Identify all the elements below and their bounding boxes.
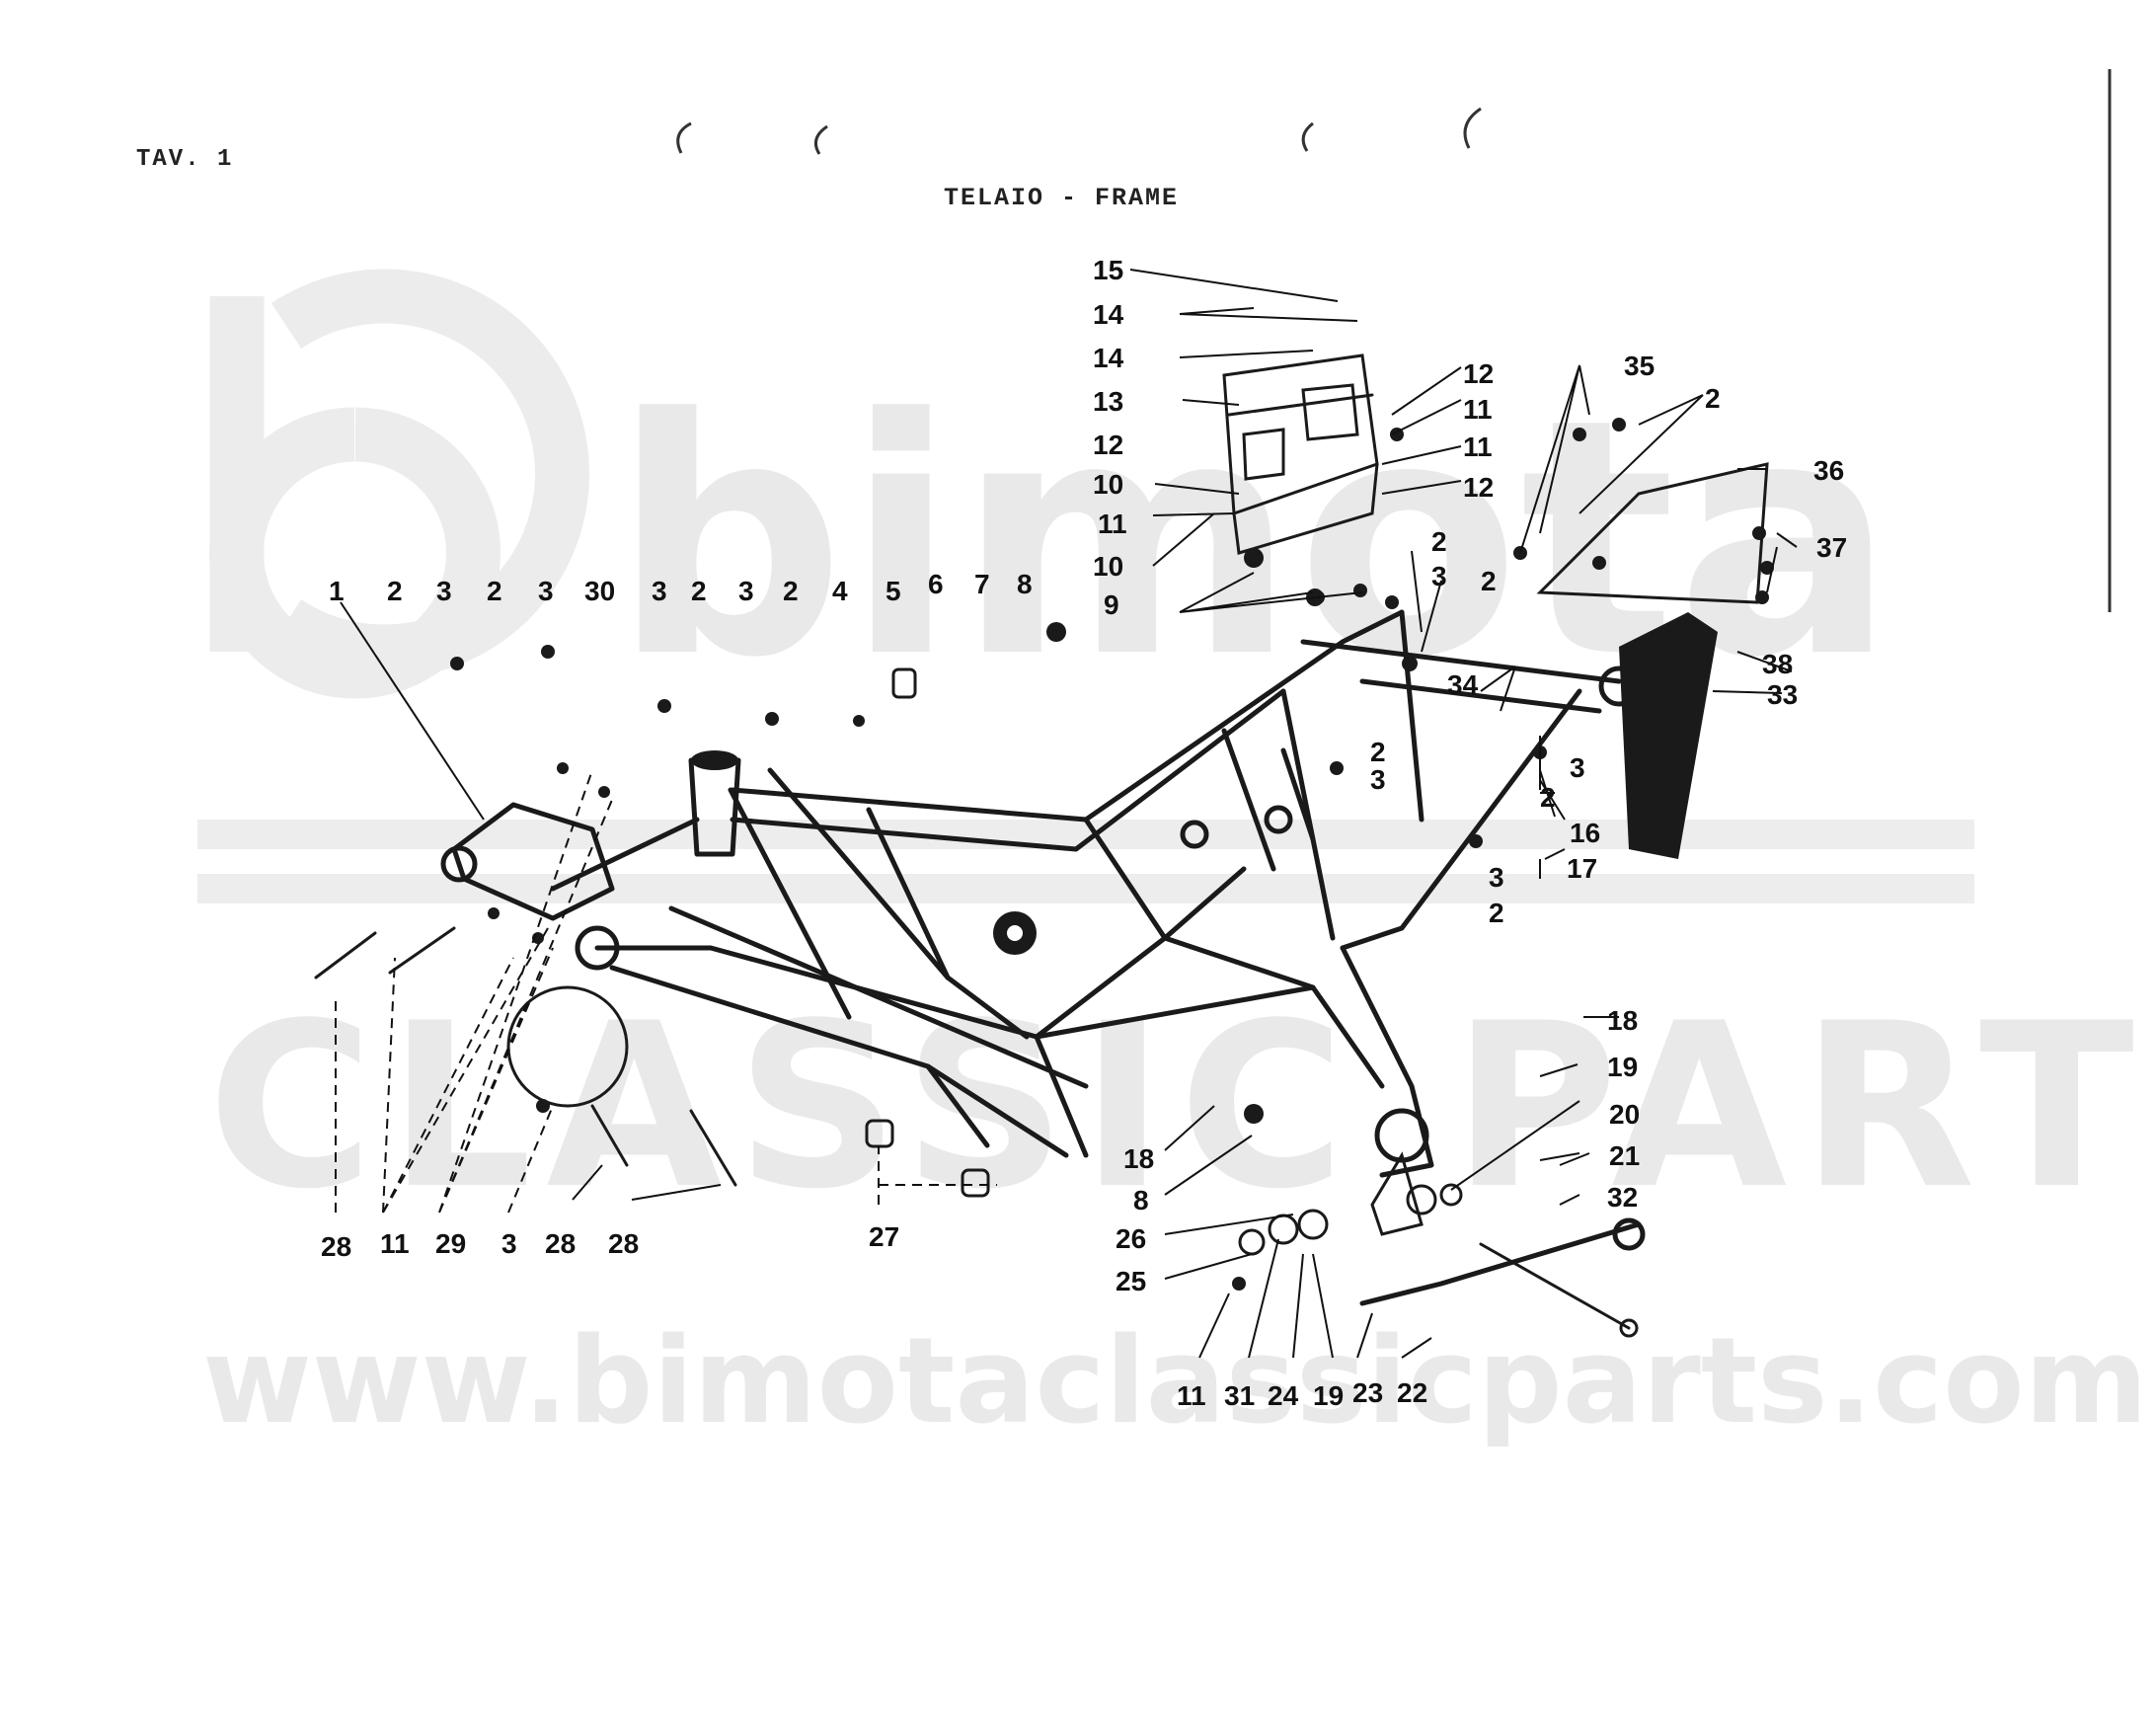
plate-number: TAV. 1 — [136, 146, 234, 173]
callout-label: 3 — [1570, 752, 1585, 783]
callout-label: 28 — [545, 1228, 576, 1259]
callout-label: 8 — [1133, 1185, 1149, 1215]
callout-label: 3 — [538, 576, 554, 606]
callout-label: 31 — [1224, 1380, 1255, 1411]
callout-label: 11 — [1463, 431, 1493, 462]
callout-label: 17 — [1567, 853, 1597, 884]
callout-label: 3 — [1370, 764, 1386, 795]
callout-label: 19 — [1607, 1052, 1638, 1082]
callout-label: 12 — [1093, 430, 1123, 460]
callout-label: 11 — [380, 1228, 410, 1259]
callout-label: 26 — [1116, 1223, 1146, 1254]
callout-label: 34 — [1447, 669, 1479, 700]
callout-label: 11 — [1463, 394, 1493, 425]
callout-label: 35 — [1624, 351, 1655, 381]
callout-label: 2 — [1481, 566, 1497, 596]
callout-label: 13 — [1093, 386, 1123, 417]
callout-label: 10 — [1093, 551, 1123, 582]
callout-label: 18 — [1607, 1005, 1638, 1036]
callout-label: 6 — [928, 569, 944, 599]
callout-label: 2 — [1705, 383, 1721, 414]
callout-label: 5 — [886, 576, 901, 606]
callout-label: 36 — [1813, 455, 1844, 486]
callout-label: 28 — [321, 1231, 351, 1262]
page-title: TELAIO - FRAME — [944, 184, 1180, 212]
callout-label: 32 — [1607, 1182, 1638, 1213]
callout-label: 22 — [1397, 1377, 1427, 1408]
callout-label: 12 — [1463, 472, 1494, 503]
callout-label: 2 — [387, 576, 403, 606]
callout-label: 23 — [1352, 1377, 1383, 1408]
callout-label: 21 — [1609, 1140, 1640, 1171]
callout-label: 15 — [1093, 255, 1123, 285]
callout-label: 3 — [738, 576, 754, 606]
callout-label: 20 — [1609, 1099, 1640, 1130]
callout-label: 2 — [783, 576, 799, 606]
callout-label: 33 — [1767, 679, 1798, 710]
callout-label: 37 — [1816, 532, 1847, 563]
callout-label: 2 — [1431, 526, 1447, 557]
callout-label: 2 — [1540, 782, 1556, 813]
callout-label: 24 — [1268, 1380, 1299, 1411]
callout-label: 3 — [1431, 561, 1447, 591]
callout-label: 8 — [1017, 569, 1033, 599]
brand-logo-mark — [209, 269, 589, 699]
callout-label: 25 — [1116, 1266, 1146, 1296]
callout-label: 9 — [1104, 589, 1119, 620]
watermark-classic-parts: CLASSIC PARTS — [207, 976, 2156, 1239]
watermark: bimota CLASSIC PARTS www.bimotaclassicpa… — [197, 269, 2156, 1451]
callout-label: 30 — [584, 576, 615, 606]
callout-label: 4 — [832, 576, 848, 606]
callout-label: 3 — [1489, 862, 1504, 893]
callout-label: 28 — [608, 1228, 639, 1259]
callout-label: 2 — [487, 576, 502, 606]
callout-label: 14 — [1093, 299, 1124, 330]
callout-label: 18 — [1123, 1143, 1154, 1174]
callout-label: 10 — [1093, 469, 1123, 500]
callout-label: 2 — [1370, 737, 1386, 767]
frame-drawing — [314, 353, 1774, 1338]
callout-label: 14 — [1093, 343, 1124, 373]
callout-label: 2 — [1489, 898, 1504, 928]
callout-label: 3 — [501, 1228, 517, 1259]
callout-label: 3 — [652, 576, 667, 606]
watermark-band-2 — [197, 874, 1974, 903]
callout-label: 2 — [691, 576, 707, 606]
callout-label: 29 — [435, 1228, 466, 1259]
callout-label: 11 — [1177, 1380, 1206, 1411]
callouts: 1 2 3 2 3 30 3 2 3 2 4 5 6 7 8 15 14 14 … — [321, 255, 1847, 1411]
leader-lines — [335, 269, 1798, 1359]
watermark-url: www.bimotaclassicparts.com — [202, 1313, 2148, 1451]
callout-label: 38 — [1762, 649, 1793, 679]
callout-label: 11 — [1098, 509, 1127, 539]
callout-label: 1 — [329, 576, 345, 606]
callout-label: 3 — [436, 576, 452, 606]
callout-label: 16 — [1570, 818, 1600, 848]
callout-label: 19 — [1313, 1380, 1344, 1411]
callout-label: 27 — [869, 1221, 899, 1252]
callout-label: 7 — [974, 569, 990, 599]
callout-label: 12 — [1463, 358, 1494, 389]
punch-marks — [676, 69, 2112, 612]
